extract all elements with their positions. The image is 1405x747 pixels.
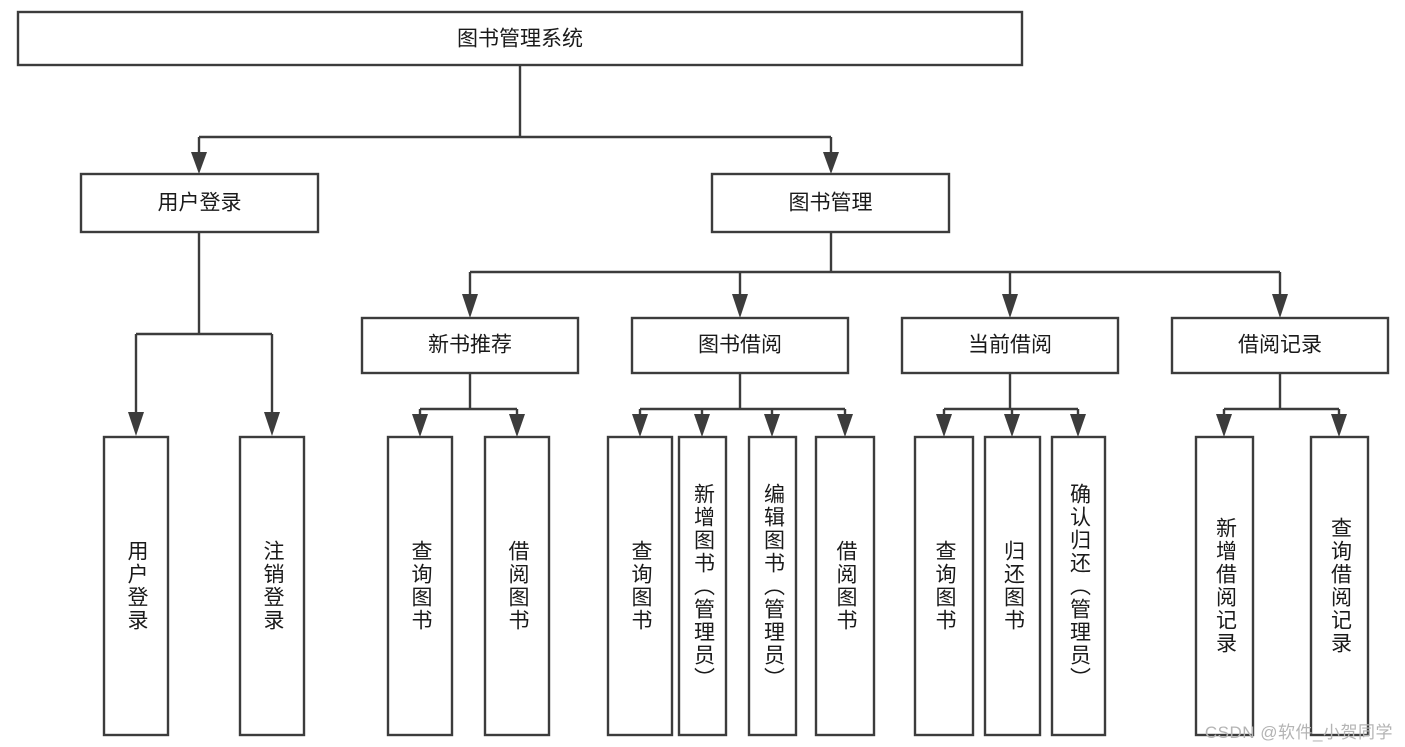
node-box-leaf-query-book-2[interactable] <box>606 435 674 737</box>
node-box-leaf-user-login[interactable] <box>102 435 170 737</box>
node-box-book-borrow[interactable] <box>630 316 850 375</box>
arrow-leaf-add-book <box>694 414 710 437</box>
node-label-book-borrow: 图书借阅 <box>698 334 782 357</box>
node-box-root[interactable] <box>16 10 1024 67</box>
arrow-borrow-record <box>1272 294 1288 318</box>
arrow-book-borrow <box>732 294 748 318</box>
arrow-leaf-logout <box>264 412 280 436</box>
edges-layer <box>128 65 1347 437</box>
node-box-leaf-borrow-book-2[interactable] <box>814 435 876 737</box>
node-label-current-borrow: 当前借阅 <box>968 334 1052 357</box>
arrow-leaf-user-login <box>128 412 144 436</box>
node-box-leaf-logout[interactable] <box>238 435 306 737</box>
arrow-leaf-query-book-1 <box>412 414 428 437</box>
node-box-leaf-edit-book[interactable] <box>747 435 798 737</box>
node-box-leaf-add-record[interactable] <box>1194 435 1255 737</box>
node-box-leaf-query-book-1[interactable] <box>386 435 454 737</box>
arrow-leaf-borrow-book-2 <box>837 414 853 437</box>
node-label-user-login: 用户登录 <box>158 192 242 215</box>
node-box-current-borrow[interactable] <box>900 316 1120 375</box>
arrow-leaf-borrow-book-1 <box>509 414 525 437</box>
node-label-root: 图书管理系统 <box>457 28 583 51</box>
arrow-user-login <box>191 152 207 174</box>
node-box-new-book-recommend[interactable] <box>360 316 580 375</box>
arrow-leaf-add-record <box>1216 414 1232 437</box>
nodes-layer: 图书管理系统 用户登录 图书管理 新书推荐 图书借阅 当前借阅 借阅记录 <box>16 10 1390 737</box>
arrow-leaf-query-book-2 <box>632 414 648 437</box>
arrow-leaf-edit-book <box>764 414 780 437</box>
arrow-leaf-confirm-return <box>1070 414 1086 437</box>
arrow-leaf-return-book <box>1004 414 1020 437</box>
arrow-current-borrow <box>1002 294 1018 318</box>
arrow-leaf-query-record <box>1331 414 1347 437</box>
arrow-book-manage <box>823 152 839 174</box>
node-box-leaf-add-book[interactable] <box>677 435 728 737</box>
node-label-borrow-record: 借阅记录 <box>1238 334 1322 357</box>
node-box-book-manage[interactable] <box>710 172 951 234</box>
arrow-leaf-query-book-3 <box>936 414 952 437</box>
node-box-leaf-return-book[interactable] <box>983 435 1042 737</box>
arrow-new-book-recommend <box>462 294 478 318</box>
node-box-leaf-query-record[interactable] <box>1309 435 1370 737</box>
node-box-leaf-borrow-book-1[interactable] <box>483 435 551 737</box>
node-label-new-book-recommend: 新书推荐 <box>428 334 512 357</box>
node-box-borrow-record[interactable] <box>1170 316 1390 375</box>
watermark-text: CSDN @软件_小贺同学 <box>1204 723 1393 742</box>
node-box-leaf-confirm-return[interactable] <box>1050 435 1107 737</box>
node-box-leaf-query-book-3[interactable] <box>913 435 975 737</box>
node-box-user-login[interactable] <box>79 172 320 234</box>
node-label-book-manage: 图书管理 <box>789 192 873 215</box>
